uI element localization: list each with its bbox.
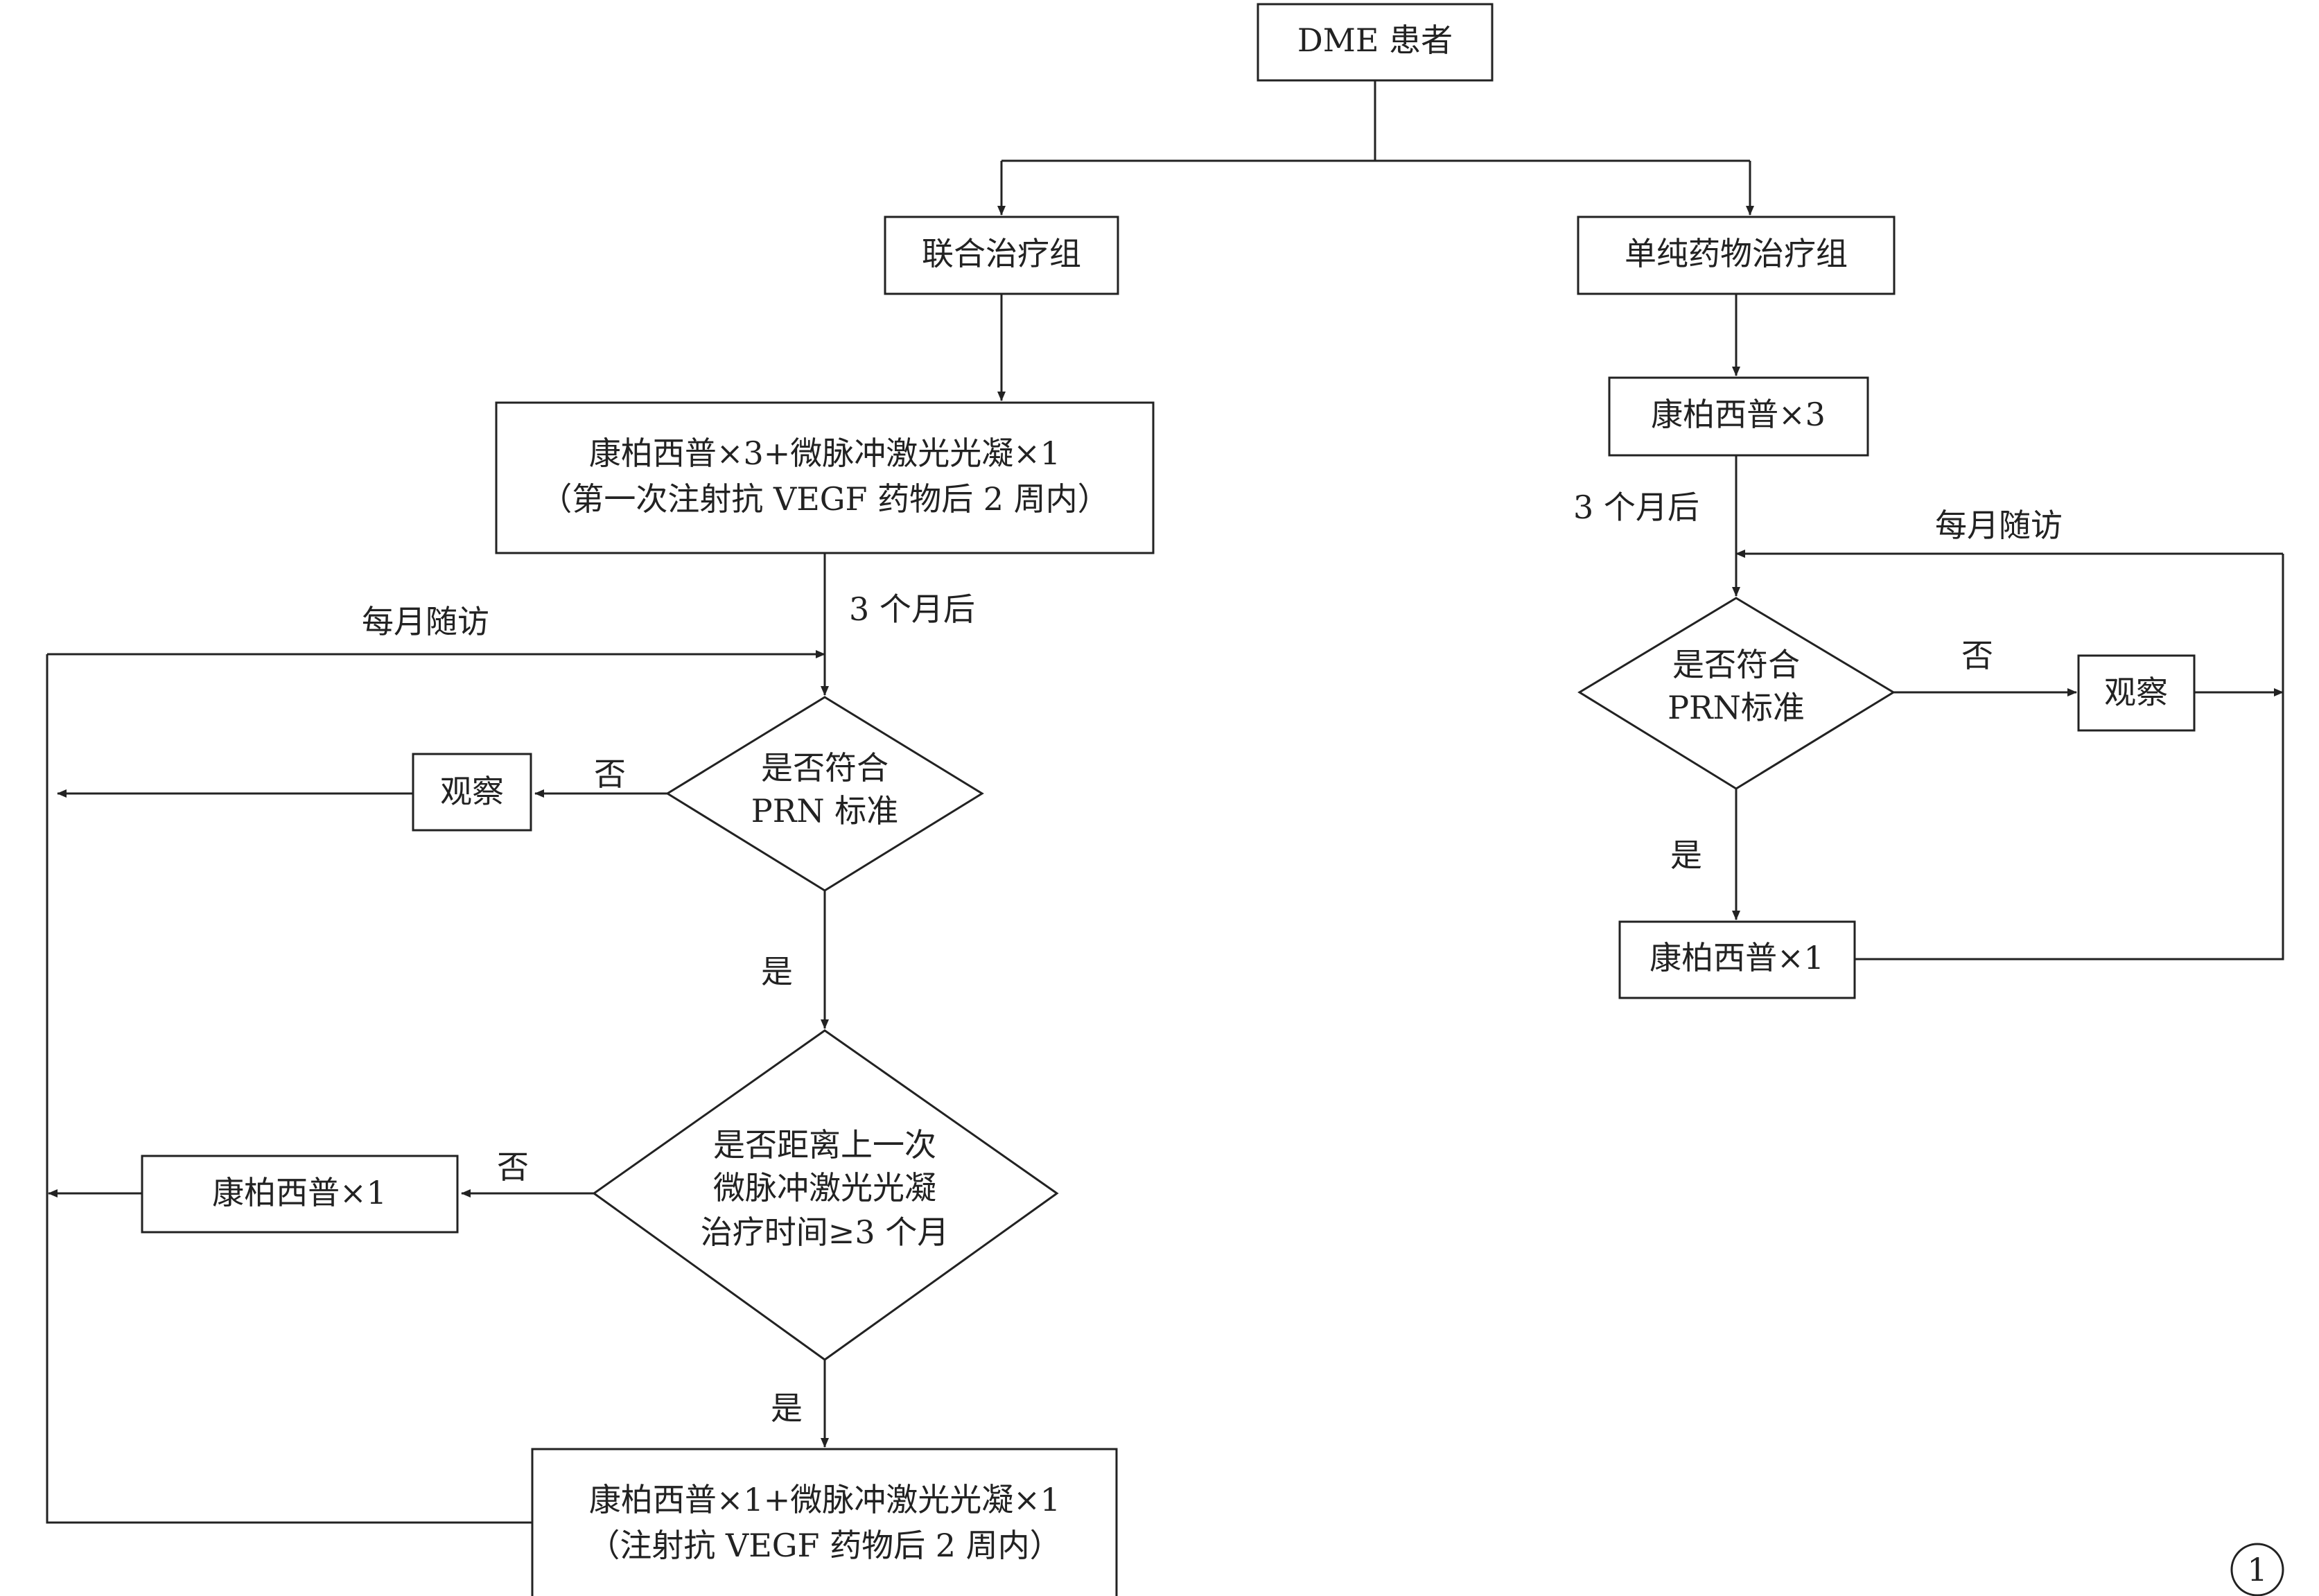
label-combo-monthly-followup: 每月随访 bbox=[362, 603, 489, 640]
node-combo-interval-line3: 治疗时间≥3 个月 bbox=[701, 1213, 949, 1251]
node-combo-group-label: 联合治疗组 bbox=[922, 235, 1081, 272]
label-drug-monthly-followup: 每月随访 bbox=[1935, 507, 2063, 544]
figure-number-label: 1 bbox=[2247, 1551, 2267, 1588]
node-drug-initial-label: 康柏西普×3 bbox=[1651, 396, 1826, 433]
label-combo-yes-2: 是 bbox=[771, 1389, 803, 1427]
node-combo-group: 联合治疗组 bbox=[884, 216, 1119, 295]
node-combo-conbercept-label: 康柏西普×1 bbox=[212, 1174, 387, 1211]
node-combo-initial-line1: 康柏西普×3+微脉冲激光光凝×1 bbox=[589, 435, 1060, 472]
node-drug-prn-decision: 是否符合 PRN标准 bbox=[1577, 597, 1896, 790]
connectors bbox=[46, 80, 2284, 1524]
label-combo-after-3-months: 3 个月后 bbox=[849, 590, 975, 628]
node-combo-interval-line2: 微脉冲激光光凝 bbox=[713, 1169, 936, 1207]
node-combo-conbercept: 康柏西普×1 bbox=[141, 1155, 459, 1234]
node-drug-prn-line1: 是否符合 bbox=[1672, 646, 1800, 683]
edge-drug-loop-back bbox=[1855, 554, 2284, 961]
node-combo-prn-line2: PRN 标准 bbox=[751, 792, 898, 830]
node-combo-interval-line1: 是否距离上一次 bbox=[713, 1126, 936, 1164]
node-drug-conbercept: 康柏西普×1 bbox=[1618, 920, 1856, 999]
node-drug-group-label: 单纯药物治疗组 bbox=[1625, 235, 1848, 272]
node-dme-label: DME 患者 bbox=[1297, 21, 1453, 59]
label-drug-yes: 是 bbox=[1670, 836, 1702, 874]
node-combo-final-line2: （注射抗 VEGF 药物后 2 周内） bbox=[588, 1527, 1061, 1564]
node-drug-initial: 康柏西普×3 bbox=[1608, 376, 1869, 457]
node-dme-patients: DME 患者 bbox=[1257, 3, 1494, 82]
figure-number: 1 bbox=[2230, 1543, 2284, 1596]
node-drug-observe: 观察 bbox=[2077, 654, 2196, 732]
node-drug-prn-line2: PRN标准 bbox=[1668, 689, 1805, 726]
edge-final-loop-back bbox=[46, 654, 532, 1524]
label-drug-after-3-months: 3 个月后 bbox=[1573, 489, 1699, 526]
node-drug-group: 单纯药物治疗组 bbox=[1577, 216, 1896, 295]
node-combo-prn-line1: 是否符合 bbox=[761, 749, 889, 787]
node-combo-initial-treatment: 康柏西普×3+微脉冲激光光凝×1 （第一次注射抗 VEGF 药物后 2 周内） bbox=[495, 401, 1155, 554]
node-combo-observe-label: 观察 bbox=[440, 773, 504, 810]
node-combo-observe: 观察 bbox=[412, 753, 532, 832]
label-drug-no: 否 bbox=[1961, 637, 1993, 674]
edge-labels: 3 个月后 每月随访 否 是 否 是 3 个月后 每月随访 否 是 bbox=[362, 489, 2063, 1427]
label-combo-no-2: 否 bbox=[497, 1148, 529, 1186]
node-drug-conbercept-label: 康柏西普×1 bbox=[1649, 939, 1824, 976]
label-combo-no-1: 否 bbox=[594, 755, 626, 793]
node-combo-final-line1: 康柏西普×1+微脉冲激光光凝×1 bbox=[589, 1481, 1060, 1518]
node-combo-final-treatment: 康柏西普×1+微脉冲激光光凝×1 （注射抗 VEGF 药物后 2 周内） bbox=[531, 1448, 1118, 1596]
label-combo-yes-1: 是 bbox=[761, 953, 793, 990]
node-combo-initial-line2: （第一次注射抗 VEGF 药物后 2 周内） bbox=[540, 480, 1109, 518]
node-combo-interval-decision: 是否距离上一次 微脉冲激光光凝 治疗时间≥3 个月 bbox=[592, 1029, 1059, 1361]
node-drug-observe-label: 观察 bbox=[2104, 674, 2168, 711]
node-combo-prn-decision: 是否符合 PRN 标准 bbox=[665, 696, 984, 892]
